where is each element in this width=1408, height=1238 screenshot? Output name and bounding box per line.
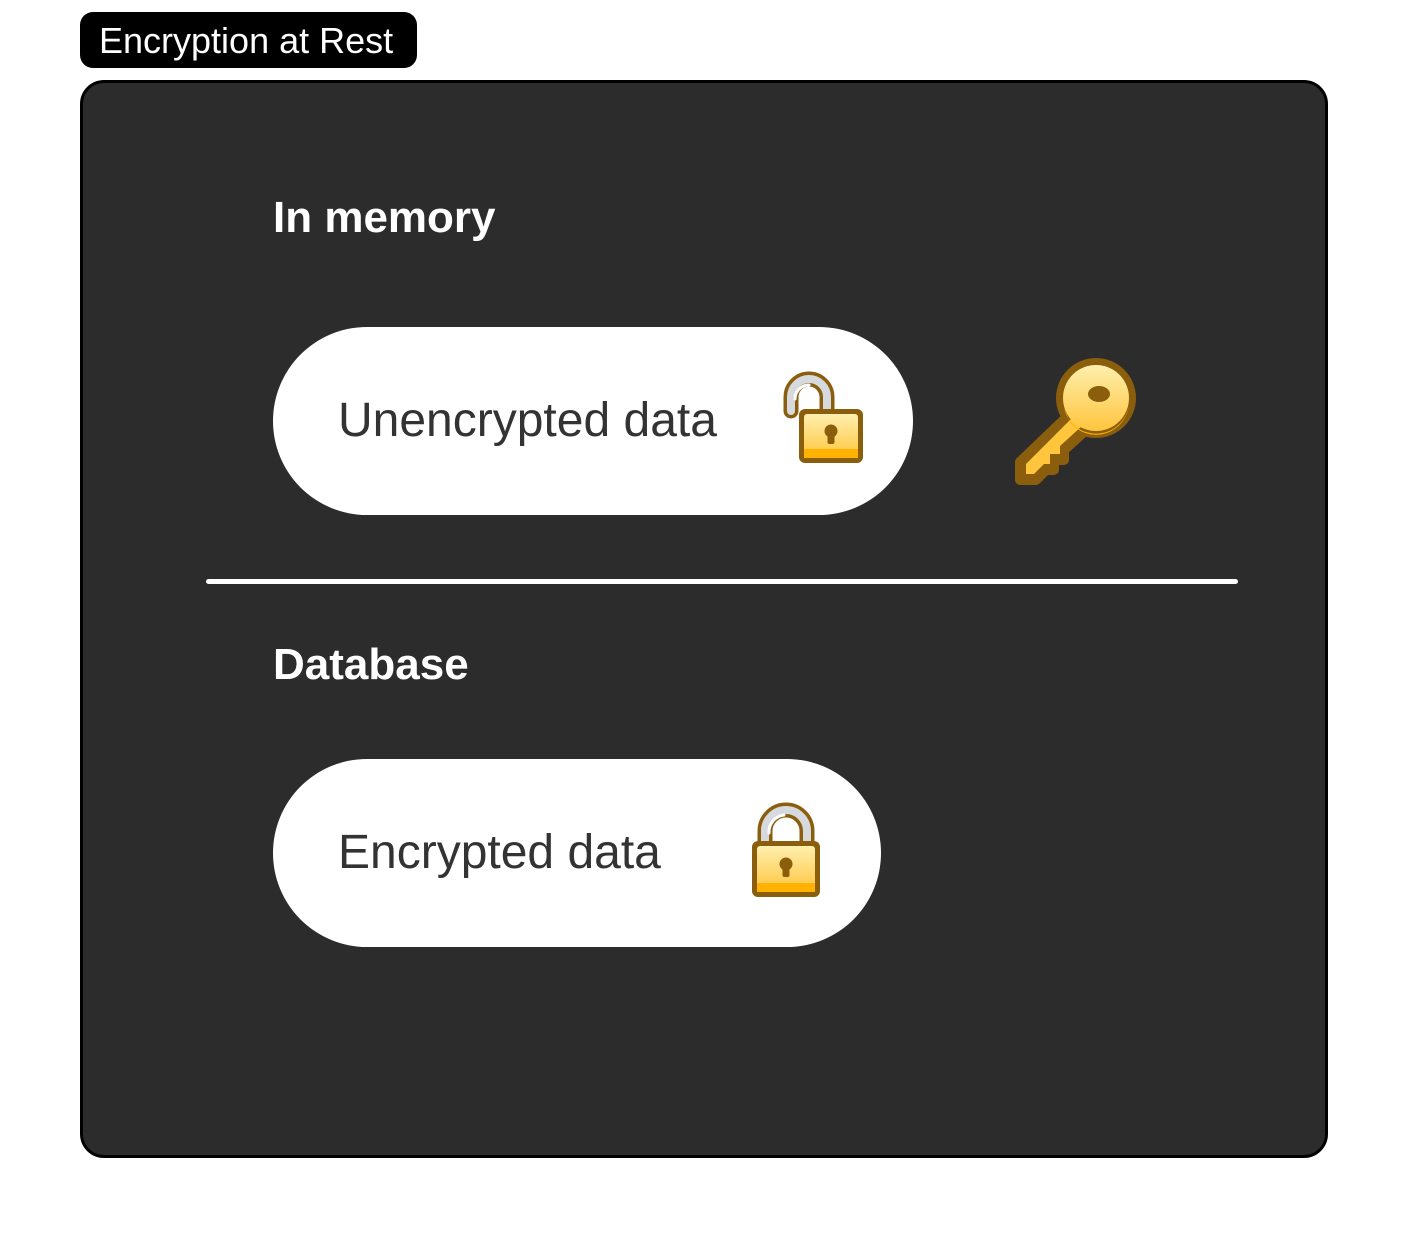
unencrypted-data-label: Unencrypted data: [338, 394, 717, 447]
locked-padlock-icon: [752, 802, 820, 897]
diagram-panel: In memory Unencrypted data: [80, 80, 1328, 1158]
section-divider: [206, 579, 1238, 584]
key-icon: [1015, 358, 1136, 485]
section-heading-in-memory: In memory: [273, 193, 496, 242]
unlocked-padlock-icon: [783, 371, 863, 463]
encrypted-data-label: Encrypted data: [338, 826, 661, 879]
encrypted-data-pill: Encrypted data: [273, 759, 881, 947]
section-heading-database: Database: [273, 640, 469, 689]
diagram-title: Encryption at Rest: [80, 12, 418, 68]
unencrypted-data-pill: Unencrypted data: [273, 327, 913, 515]
